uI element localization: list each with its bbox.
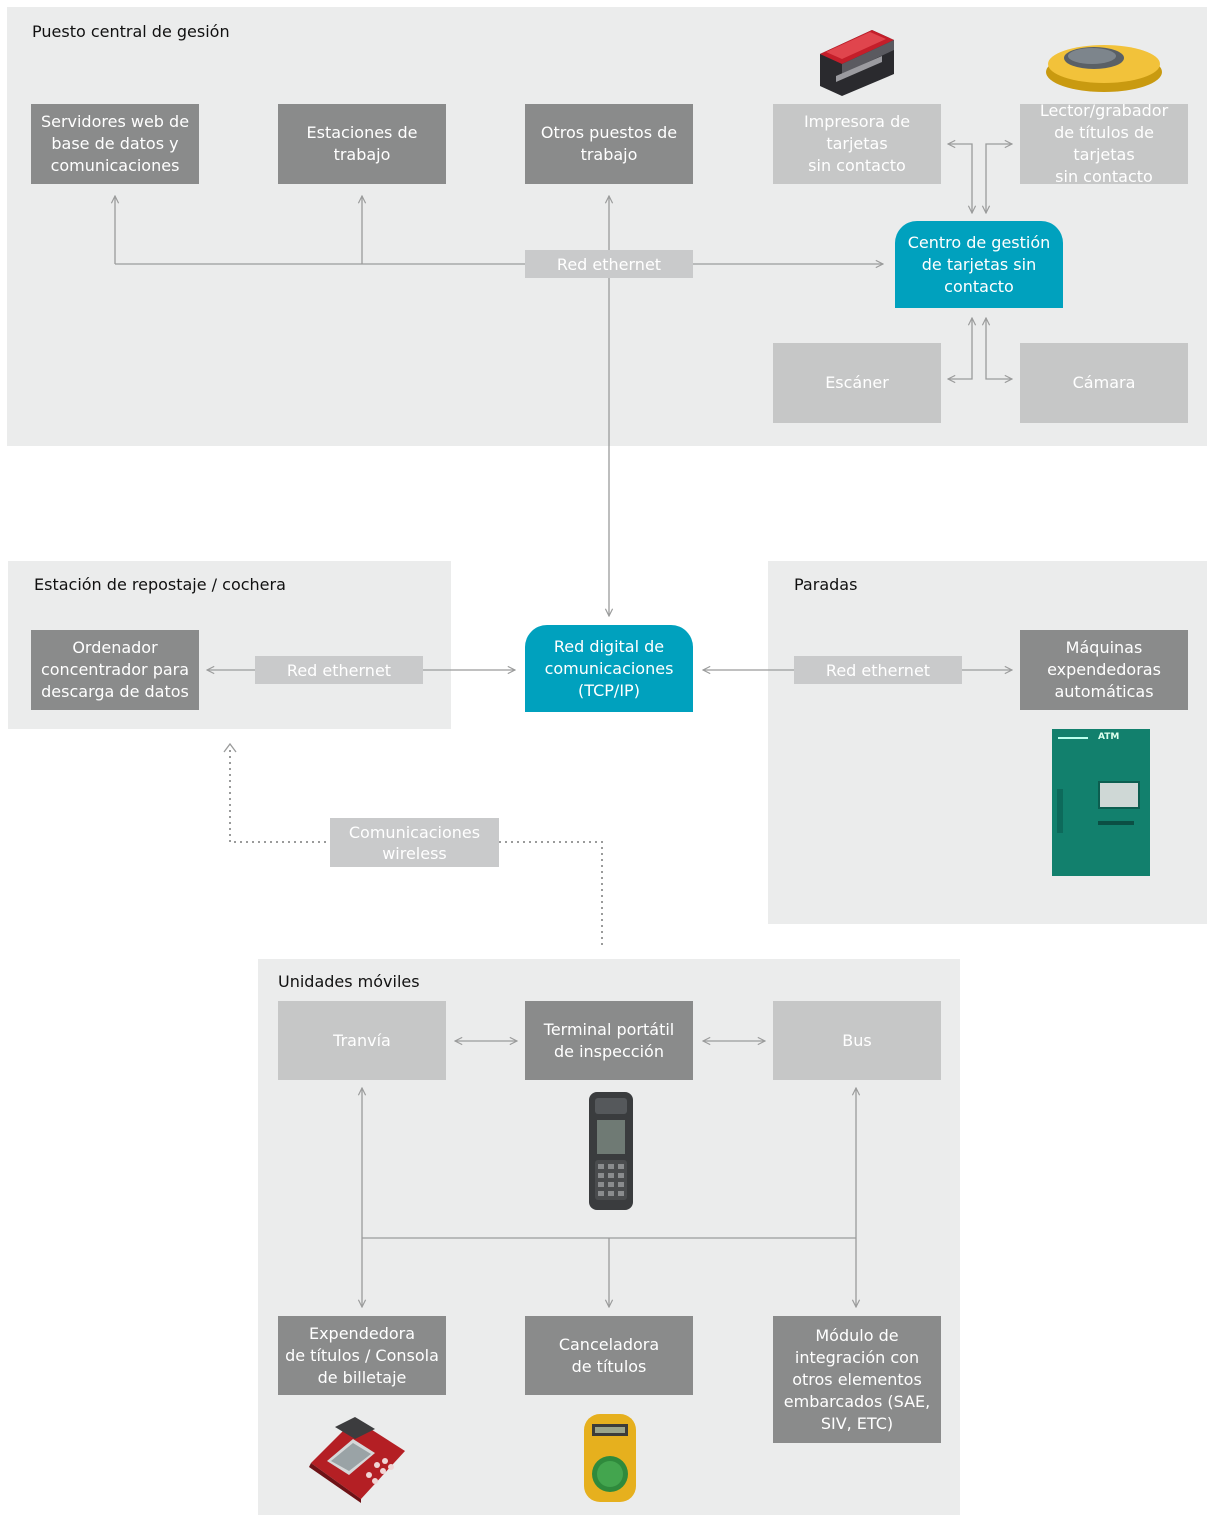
station-panel-title: Estación de repostaje / cochera bbox=[34, 575, 286, 594]
atm-vent bbox=[1057, 789, 1063, 833]
link-reader-card-center bbox=[986, 144, 1012, 213]
atm-topline bbox=[1058, 737, 1088, 739]
vending-machine-image: ATM bbox=[1052, 729, 1150, 876]
central-panel-title: Puesto central de gesión bbox=[32, 22, 230, 41]
atm-label: ATM bbox=[1098, 732, 1120, 742]
ticket-console-image bbox=[309, 1417, 405, 1503]
scanner-box: Escáner bbox=[773, 343, 941, 423]
workstations-box: Estaciones de trabajo bbox=[278, 104, 446, 184]
wireless-arrowhead bbox=[223, 742, 237, 753]
bus-box: Bus bbox=[773, 1001, 941, 1080]
station-network-label: Red ethernet bbox=[255, 656, 423, 684]
central-network-label: Red ethernet bbox=[525, 250, 693, 278]
vending-box: Máquinas expendedoras automáticas bbox=[1020, 630, 1188, 710]
link-scanner-card-center bbox=[948, 318, 972, 379]
card-printer-image bbox=[820, 30, 894, 96]
handheld-terminal-image bbox=[589, 1092, 633, 1210]
ticket-seller-box: Expendedora de títulos / Consola de bill… bbox=[278, 1316, 446, 1395]
printer-box: Impresora de tarjetas sin contacto bbox=[773, 104, 941, 184]
card-reader-image bbox=[1046, 45, 1162, 92]
link-printer-card-center bbox=[948, 144, 972, 213]
mobile-panel-title: Unidades móviles bbox=[278, 972, 420, 991]
station-pc-box: Ordenador concentrador para descarga de … bbox=[31, 630, 199, 710]
other-posts-box: Otros puestos de trabajo bbox=[525, 104, 693, 184]
link-camera-card-center bbox=[986, 318, 1012, 379]
camera-box: Cámara bbox=[1020, 343, 1188, 423]
servers-box: Servidores web de base de datos y comuni… bbox=[31, 104, 199, 184]
validator-box: Canceladora de títulos bbox=[525, 1316, 693, 1395]
inspection-terminal-box: Terminal portátil de inspección bbox=[525, 1001, 693, 1080]
tram-box: Tranvía bbox=[278, 1001, 446, 1080]
stops-panel-title: Paradas bbox=[794, 575, 858, 594]
wireless-label: Comunicaciones wireless bbox=[330, 818, 499, 867]
integration-module-box: Módulo de integración con otros elemento… bbox=[773, 1316, 941, 1443]
atm-screen bbox=[1098, 781, 1140, 809]
digital-network-box: Red digital de comunicaciones (TCP/IP) bbox=[525, 625, 693, 712]
reader-box: Lector/grabador de títulos de tarjetas s… bbox=[1020, 101, 1188, 186]
wireless-link-mobile bbox=[499, 841, 603, 945]
wireless-link-station bbox=[229, 750, 330, 843]
validator-image bbox=[584, 1414, 636, 1502]
card-center-box: Centro de gestión de tarjetas sin contac… bbox=[895, 221, 1063, 308]
stops-network-label: Red ethernet bbox=[794, 656, 962, 684]
atm-slot bbox=[1098, 821, 1134, 825]
